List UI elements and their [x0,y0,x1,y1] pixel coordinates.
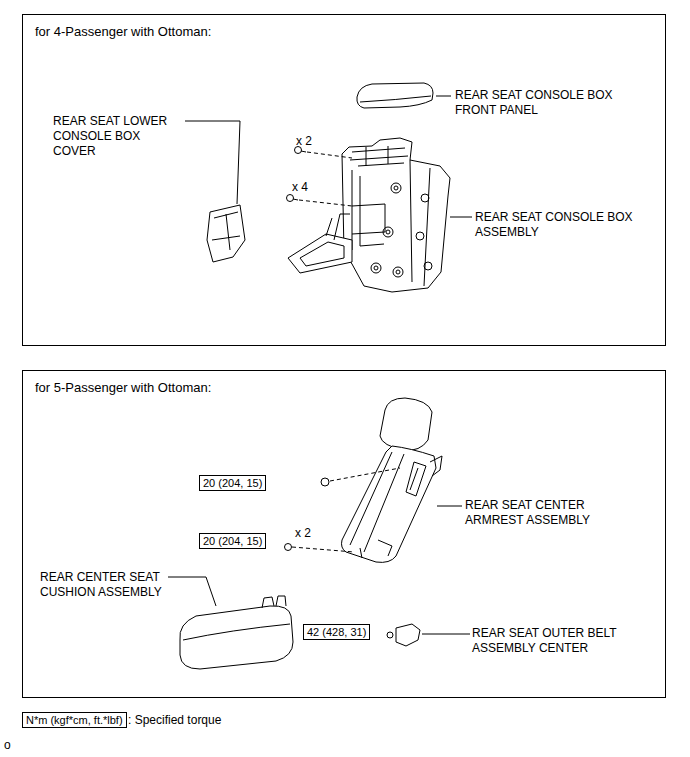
leader-line [168,577,216,606]
leader-line [450,217,472,218]
console-tray [288,234,352,273]
quantity-label: x 4 [292,180,308,195]
cushion-edge [183,624,290,640]
dashed-line [299,152,352,206]
front-panel-part [357,83,433,108]
console-top-detail [350,146,408,166]
legend-text: : Specified torque [128,712,221,728]
legend-torque-box: N*m (kgf*cm, ft.*lbf) [22,712,127,728]
leader-line [437,506,462,507]
quantity-label: x 2 [295,526,311,541]
nut-symbol [387,632,393,638]
page-mark: o [4,738,11,753]
console-tray-inner [300,242,344,266]
torque-box: 20 (204, 15) [199,533,266,549]
part-name: REAR SEAT LOWER CONSOLE BOX COVER [53,114,181,159]
console-holes [371,183,432,277]
armrest-detail [350,452,404,552]
torque-value: 42 (428, 31) [307,625,366,639]
torque-value: N*m (kgf*cm, ft.*lbf) [26,713,123,727]
console-box-part [342,138,450,292]
cushion-tab [262,596,286,608]
leader-line [185,121,240,204]
console-leg [326,214,350,240]
console-front-detail [352,170,385,250]
panel-title: for 4-Passenger with Ottoman: [23,15,665,40]
console-wing-edge [410,160,430,286]
bolt-symbol [285,544,292,551]
part-name: REAR SEAT CONSOLE BOX FRONT PANEL [455,88,630,118]
quantity-label: x 2 [296,134,312,149]
part-name: REAR SEAT CENTER ARMREST ASSEMBLY [465,498,615,528]
nut-symbol [321,478,329,486]
panel-title: for 5-Passenger with Ottoman: [23,371,665,396]
leader-line [436,96,451,97]
part-name: REAR CENTER SEAT CUSHION ASSEMBLY [40,570,168,600]
lower-cover-part [207,205,245,262]
lower-cover-detail [212,212,240,250]
part-name: REAR SEAT CONSOLE BOX ASSEMBLY [475,210,650,240]
dashed-line [292,468,400,552]
torque-value: 20 (204, 15) [203,476,262,490]
panel-frame: for 4-Passenger with Ottoman: [22,14,666,346]
part-name: REAR SEAT OUTER BELT ASSEMBLY CENTER [472,626,647,656]
front-panel-edge [360,96,431,102]
cushion-part [180,606,293,669]
headrest-part [380,398,432,450]
armrest-bracket [360,456,442,558]
belt-bracket-part [396,624,420,646]
torque-box: 20 (204, 15) [199,475,266,491]
armrest-cup [406,462,426,496]
torque-box: 42 (428, 31) [303,624,370,640]
leader-line [422,634,470,635]
torque-value: 20 (204, 15) [203,534,262,548]
